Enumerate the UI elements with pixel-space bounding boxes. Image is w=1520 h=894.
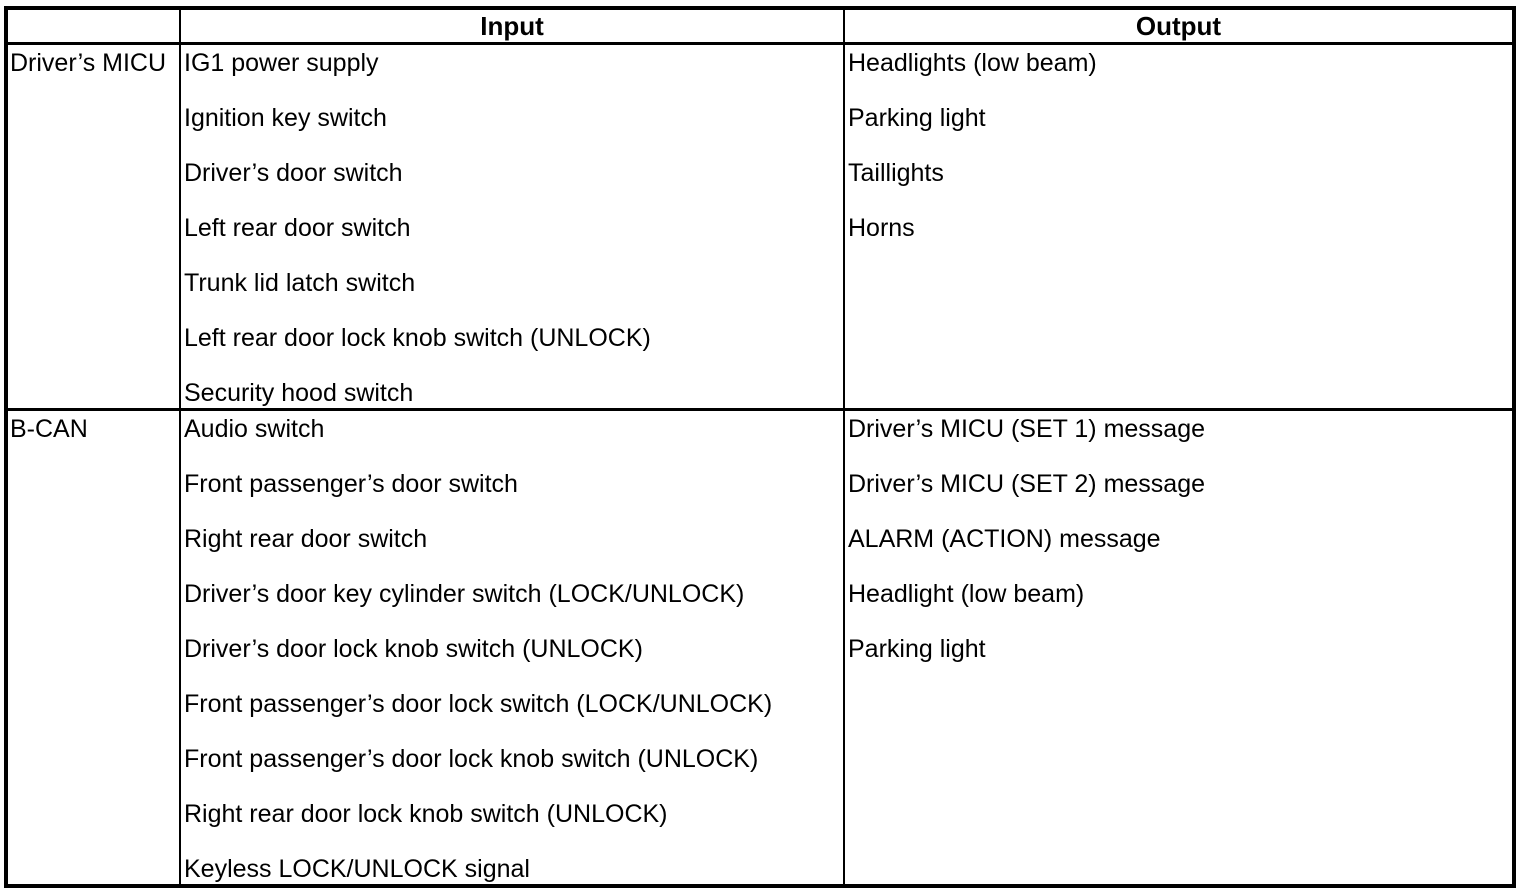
input-item: Front passenger’s door switch bbox=[184, 470, 518, 498]
outputs-cell-drivers-micu: Headlights (low beam) Parking light Tail… bbox=[843, 42, 1515, 411]
table-row-drivers-micu: Driver’s MICU IG1 power supply Ignition … bbox=[5, 42, 1515, 411]
input-item: Driver’s door key cylinder switch (LOCK/… bbox=[184, 580, 745, 608]
input-item: Left rear door switch bbox=[184, 214, 411, 242]
output-item: Headlight (low beam) bbox=[848, 580, 1085, 608]
output-item: Horns bbox=[848, 214, 915, 242]
input-item: Driver’s door lock knob switch (UNLOCK) bbox=[184, 635, 643, 663]
input-item: Right rear door switch bbox=[184, 525, 428, 553]
output-item: Driver’s MICU (SET 1) message bbox=[848, 415, 1206, 443]
input-item: Front passenger’s door lock knob switch … bbox=[184, 745, 759, 773]
outputs-cell-b-can: Driver’s MICU (SET 1) message Driver’s M… bbox=[843, 408, 1515, 887]
output-item: Taillights bbox=[848, 159, 944, 187]
output-item: Parking light bbox=[848, 104, 986, 132]
input-item: Keyless LOCK/UNLOCK signal bbox=[184, 855, 530, 883]
input-item: Driver’s door switch bbox=[184, 159, 403, 187]
input-item: Front passenger’s door lock switch (LOCK… bbox=[184, 690, 773, 718]
header-cell-blank bbox=[5, 7, 181, 45]
output-item: Driver’s MICU (SET 2) message bbox=[848, 470, 1206, 498]
input-item: Ignition key switch bbox=[184, 104, 387, 132]
header-cell-output: Output bbox=[843, 7, 1515, 45]
input-item: Audio switch bbox=[184, 415, 325, 443]
table-row-b-can: B-CAN Audio switch Front passenger’s doo… bbox=[5, 408, 1515, 887]
inputs-cell-drivers-micu: IG1 power supply Ignition key switch Dri… bbox=[179, 42, 845, 411]
row-label-drivers-micu: Driver’s MICU bbox=[5, 42, 181, 411]
header-row: Input Output bbox=[5, 7, 1515, 45]
header-cell-input: Input bbox=[179, 7, 845, 45]
row-label-b-can: B-CAN bbox=[5, 408, 181, 887]
output-item: Headlights (low beam) bbox=[848, 49, 1097, 77]
input-item: Trunk lid latch switch bbox=[184, 269, 416, 297]
input-item: Right rear door lock knob switch (UNLOCK… bbox=[184, 800, 668, 828]
input-item: Security hood switch bbox=[184, 379, 414, 407]
input-item: IG1 power supply bbox=[184, 49, 379, 77]
io-signal-table: Input Output Driver’s MICU IG1 power sup… bbox=[4, 6, 1516, 888]
inputs-cell-b-can: Audio switch Front passenger’s door swit… bbox=[179, 408, 845, 887]
input-item: Left rear door lock knob switch (UNLOCK) bbox=[184, 324, 651, 352]
output-item: Parking light bbox=[848, 635, 986, 663]
output-item: ALARM (ACTION) message bbox=[848, 525, 1161, 553]
